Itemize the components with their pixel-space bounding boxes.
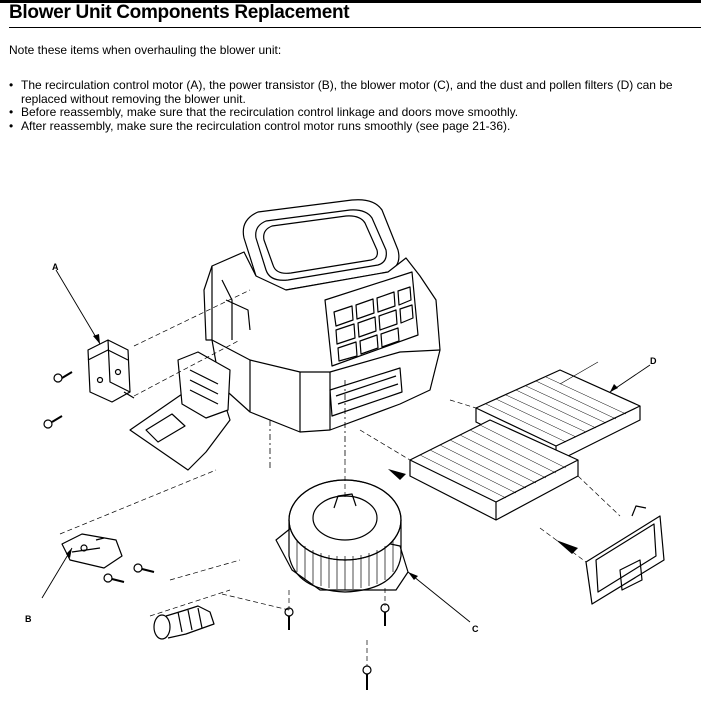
label-a: A (52, 262, 59, 272)
power-transistor (61, 533, 123, 569)
screw (284, 607, 294, 630)
screw (133, 563, 155, 573)
label-b: B (25, 614, 32, 624)
assembly-lines (59, 289, 621, 666)
screw (362, 665, 372, 690)
title-divider (9, 27, 701, 28)
blower-fan-blades (296, 540, 394, 590)
blower-unit-housing (129, 199, 441, 471)
dust-pollen-filter (475, 369, 641, 463)
connector-plug (153, 605, 215, 640)
screw (43, 415, 63, 429)
list-item: The recirculation control motor (A), the… (9, 78, 699, 106)
list-item: Before reassembly, make sure that the re… (9, 105, 699, 120)
label-d: D (650, 356, 657, 366)
recirculation-control-motor (87, 339, 135, 403)
label-c: C (472, 624, 479, 634)
dust-pollen-filter (409, 419, 579, 521)
blower-motor (275, 479, 409, 593)
intro-note: Note these items when overhauling the bl… (9, 43, 282, 57)
screw (103, 573, 125, 583)
blower-unit-exploded-diagram: A B C D (25, 199, 665, 690)
page-title: Blower Unit Components Replacement (9, 2, 350, 23)
top-border (0, 0, 701, 3)
notes-list: The recirculation control motor (A), the… (9, 78, 699, 134)
list-item: After reassembly, make sure the recircul… (9, 119, 699, 134)
screw (53, 371, 73, 383)
screw (380, 603, 390, 626)
filter-cover (585, 505, 665, 605)
